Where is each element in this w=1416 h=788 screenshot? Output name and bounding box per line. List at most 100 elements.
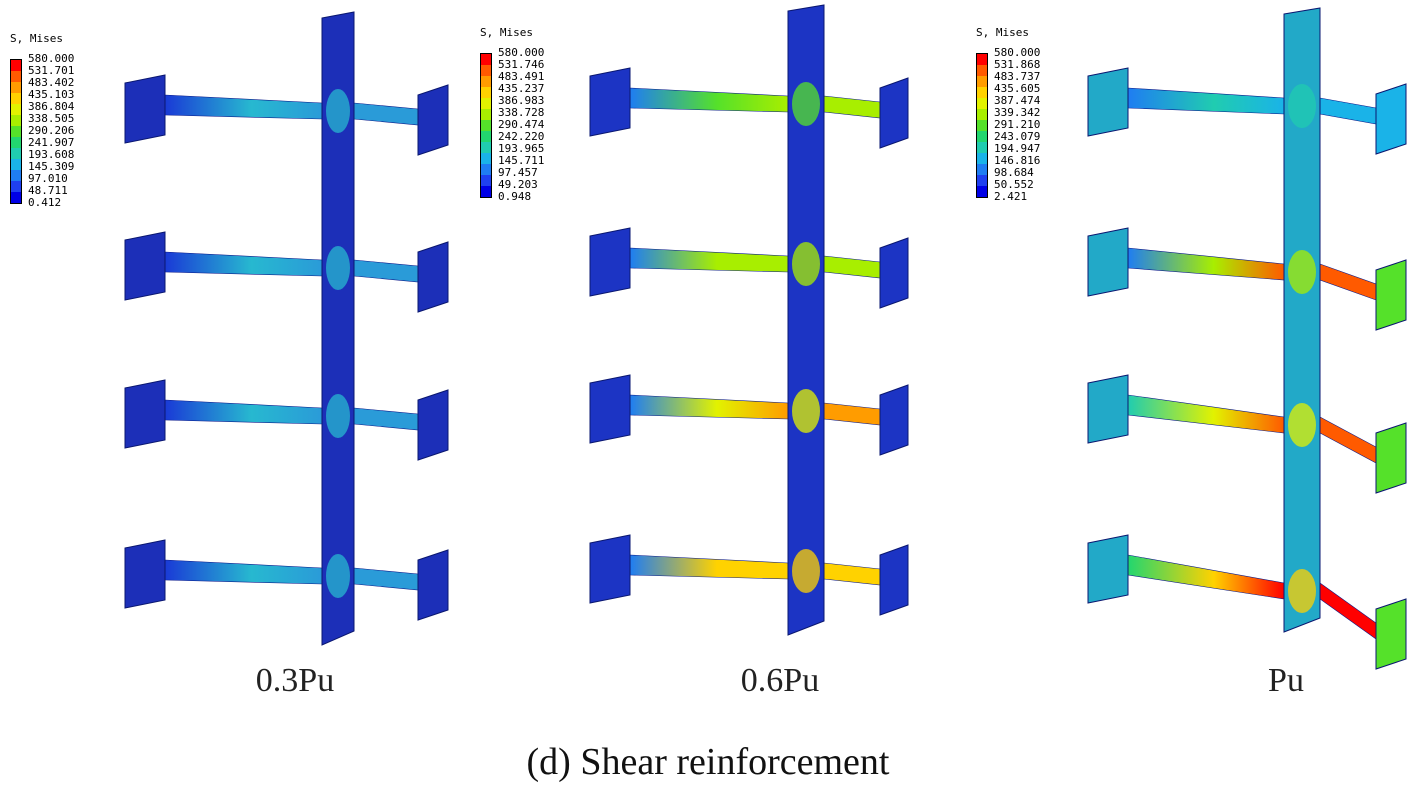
stud-bar-left — [164, 94, 323, 120]
legend-value: 580.000 — [28, 52, 75, 65]
load-label-pu: Pu — [1268, 662, 1304, 699]
legend-value: 97.010 — [28, 172, 68, 185]
legend-value: 435.103 — [28, 88, 75, 101]
end-plate-right — [417, 241, 449, 313]
stud-bar-right — [1319, 263, 1377, 301]
legend-value: 194.947 — [994, 142, 1041, 155]
stud-bar-right — [1319, 416, 1377, 464]
stud-bar-right — [823, 562, 881, 586]
stress-hotspot — [792, 242, 820, 286]
legend-color-scale — [10, 59, 22, 204]
legend-swatch — [481, 109, 491, 120]
legend-swatch — [11, 192, 21, 203]
legend-value: 243.079 — [994, 130, 1041, 143]
fea-model-0-6pu — [589, 4, 909, 636]
stud-bar-left — [164, 251, 323, 277]
fea-model-0-3pu — [124, 11, 449, 646]
legend-value: 531.868 — [994, 58, 1041, 71]
legend-swatch — [481, 175, 491, 186]
legend-swatch — [481, 54, 491, 65]
legend-value: 483.737 — [994, 70, 1041, 83]
stress-hotspot — [1288, 250, 1316, 294]
stress-hotspot — [1288, 84, 1316, 128]
fea-model-pu — [1087, 7, 1407, 670]
legend-swatch — [977, 87, 987, 98]
stud-bar-right — [1319, 582, 1377, 640]
stud-bar-left — [629, 87, 789, 113]
legend-value: 580.000 — [498, 46, 545, 59]
end-plate-left — [589, 67, 631, 137]
legend-value: 290.206 — [28, 124, 75, 137]
stud-bar-left — [1127, 394, 1285, 434]
load-label-0-3pu: 0.3Pu — [255, 662, 335, 699]
legend-value: 387.474 — [994, 94, 1041, 107]
legend-swatch — [481, 65, 491, 76]
end-plate-left — [1087, 374, 1129, 444]
stud-bar-left — [164, 559, 323, 585]
legend-value: 97.457 — [498, 166, 538, 179]
legend-value: 338.505 — [28, 112, 75, 125]
stress-hotspot — [792, 82, 820, 126]
end-plate-left — [1087, 227, 1129, 297]
end-plate-left — [124, 231, 166, 301]
legend-swatch — [481, 186, 491, 197]
legend-value: 435.237 — [498, 82, 545, 95]
legend-value: 338.728 — [498, 106, 545, 119]
legend-value: 50.552 — [994, 178, 1034, 191]
legend-value: 435.605 — [994, 82, 1041, 95]
central-steel-plate — [787, 4, 825, 636]
legend-swatch — [11, 93, 21, 104]
legend-swatch — [11, 159, 21, 170]
end-plate-right — [417, 84, 449, 156]
stud-bar-left — [629, 247, 789, 273]
legend-swatch — [977, 76, 987, 87]
legend-swatch — [11, 126, 21, 137]
end-plate-right — [1375, 422, 1407, 494]
legend-swatch — [481, 87, 491, 98]
central-steel-plate — [1283, 7, 1321, 633]
legend-swatch — [977, 98, 987, 109]
legend-swatch — [481, 76, 491, 87]
end-plate-left — [589, 227, 631, 297]
legend-value: 483.402 — [28, 76, 75, 89]
figure-caption: (d) Shear reinforcement — [526, 741, 890, 783]
end-plate-left — [124, 539, 166, 609]
end-plate-right — [879, 384, 909, 456]
legend-color-scale — [480, 53, 492, 198]
legend-title: S, Mises — [480, 26, 533, 39]
legend-color-scale — [976, 53, 988, 198]
stud-bar-right — [353, 407, 419, 431]
stud-bar-left — [629, 554, 789, 580]
stud-bar-right — [353, 567, 419, 591]
legend-swatch — [11, 82, 21, 93]
legend-value: 290.474 — [498, 118, 545, 131]
end-plate-left — [1087, 534, 1129, 604]
legend-title: S, Mises — [10, 32, 63, 45]
legend-swatch — [11, 181, 21, 192]
stress-hotspot — [326, 89, 350, 133]
legend-swatch — [977, 109, 987, 120]
legend-swatch — [11, 137, 21, 148]
legend-swatch — [11, 104, 21, 115]
stud-bar-right — [823, 95, 881, 119]
legend-swatch — [977, 164, 987, 175]
legend-value: 531.701 — [28, 64, 75, 77]
end-plate-right — [879, 77, 909, 149]
legend-value: 146.816 — [994, 154, 1041, 167]
stud-bar-left — [629, 394, 789, 420]
stress-hotspot — [326, 246, 350, 290]
legend-swatch — [481, 164, 491, 175]
legend-value: 193.608 — [28, 148, 75, 161]
legend-value: 241.907 — [28, 136, 75, 149]
legend-value: 98.684 — [994, 166, 1034, 179]
stud-bar-left — [164, 399, 323, 425]
stress-hotspot — [1288, 403, 1316, 447]
end-plate-right — [1375, 83, 1407, 155]
stress-hotspot — [326, 394, 350, 438]
end-plate-left — [1087, 67, 1129, 137]
